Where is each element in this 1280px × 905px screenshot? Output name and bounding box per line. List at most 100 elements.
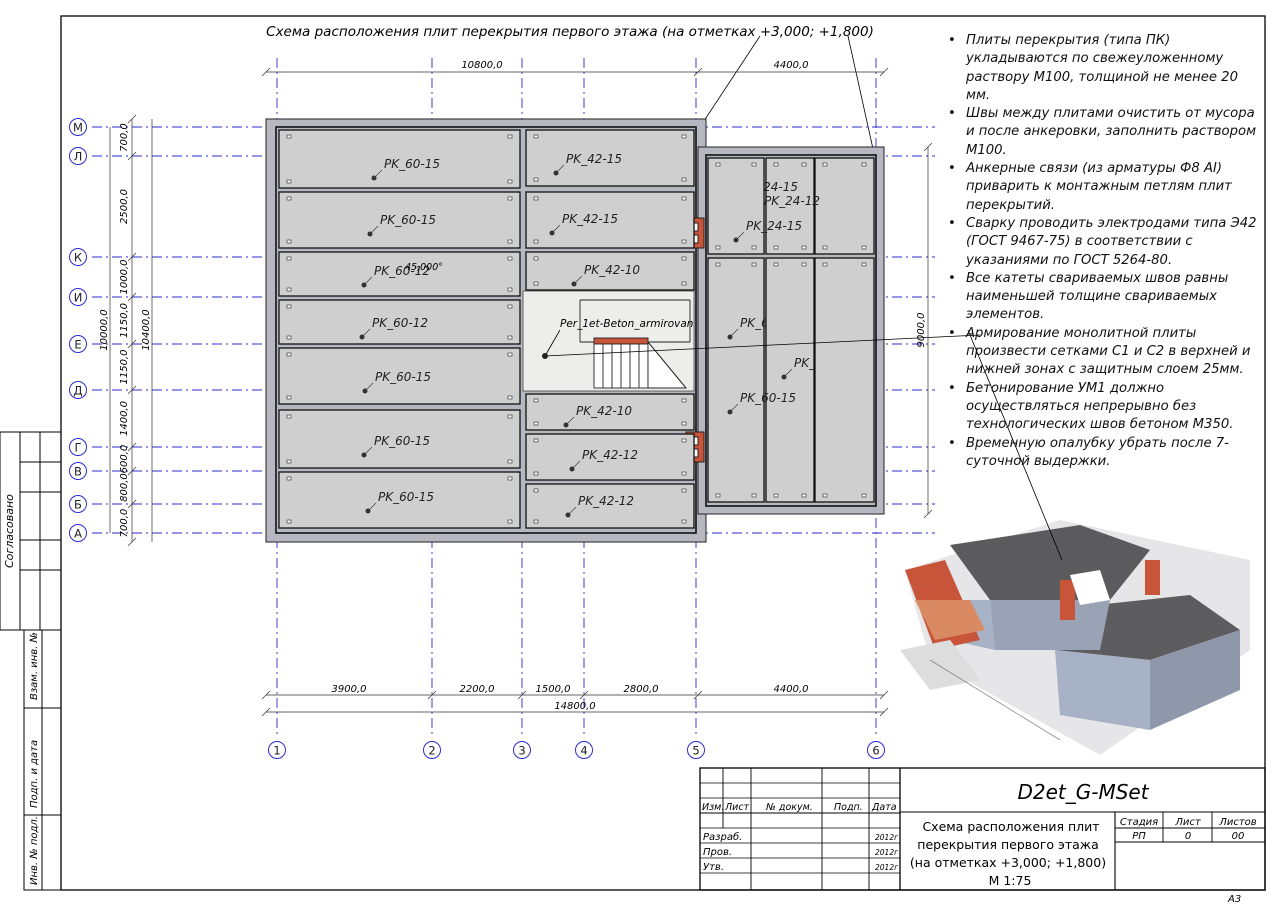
slab-label: PK_42-12 <box>582 448 638 462</box>
role-checker: Пров. <box>703 847 732 858</box>
role-developer: Разраб. <box>703 831 742 843</box>
dimension-label: 9000,0 <box>916 313 927 348</box>
slab-label: PK_60-12 <box>374 264 430 278</box>
dimension-label: 4400,0 <box>774 684 809 695</box>
slab: PK_60-15 <box>278 409 521 469</box>
slab-label: PK_42-12 <box>578 494 634 508</box>
slab: PK_60-15 <box>278 129 521 189</box>
note-item: Плиты перекрытия (типа ПК) укладываются … <box>946 32 1262 105</box>
slab-layout: PK_60-15PK_60-15PK_60-12PK_60-12PK_60-15… <box>278 129 875 529</box>
axis-bubble-col: 6 <box>867 741 885 759</box>
inv-orig-label: Инв. № подл. <box>29 816 40 885</box>
slab-label: PK_60-15 <box>374 434 430 448</box>
slab: PK_60-15 <box>278 471 521 529</box>
hdr-sign: Подп. <box>834 802 863 813</box>
axis-bubble-col: 4 <box>575 741 593 759</box>
dimension-label: 800,0 <box>119 473 130 502</box>
sheet-header: Лист <box>1174 817 1202 828</box>
axis-bubble-row: И <box>69 288 87 306</box>
slab-label: PK_42-15 <box>562 212 618 226</box>
format-label: А3 <box>1227 894 1241 905</box>
slab: PK_24-15 <box>707 157 802 255</box>
axis-row-label: Д <box>74 384 83 398</box>
desc-line-3: (на отметках +3,000; +1,800) <box>910 855 1106 870</box>
axis-row-label: Г <box>74 441 81 455</box>
year-1: 2012г <box>875 833 898 842</box>
axis-bubble-col: 1 <box>268 741 286 759</box>
axis-col-label: 2 <box>428 744 435 758</box>
hdr-list: Лист <box>724 802 750 813</box>
note-item: Бетонирование УМ1 должно осуществляться … <box>946 380 1262 435</box>
year-2: 2012г <box>875 848 898 857</box>
dimension-label: 1000,0 <box>119 260 130 295</box>
slab: PK_60-12 <box>278 251 521 297</box>
slab: PK_42-15 <box>525 129 695 187</box>
dimension-label: 1150,0 <box>119 303 130 338</box>
note-item: Швы между плитами очистить от мусора и п… <box>946 105 1262 160</box>
sheets-header: Листов <box>1218 817 1256 828</box>
dimension-label: 700,0 <box>119 123 130 152</box>
axis-col-label: 6 <box>872 744 879 758</box>
axis-bubble-row: М <box>69 118 87 136</box>
title-block <box>699 767 1266 891</box>
axis-row-label: Е <box>74 338 81 352</box>
model-3d-view <box>900 520 1250 755</box>
slab-label: PK_42-15 <box>566 152 622 166</box>
axis-bubble-row: Г <box>69 438 87 456</box>
dimension-label: 10400,0 <box>141 309 152 350</box>
axis-col-label: 4 <box>580 744 587 758</box>
desc-scale: М 1:75 <box>989 873 1032 888</box>
monolith-label: Per_1et-Beton_armirovan <box>560 318 693 330</box>
dimension-label: 1150,0 <box>119 350 130 385</box>
dimension-label: 10000,0 <box>99 309 110 350</box>
dimension-label: 1400,0 <box>119 401 130 436</box>
stair <box>579 299 691 389</box>
slab-label: PK_60-15 <box>375 370 431 384</box>
sign-date-label: Подп. и дата <box>29 740 40 808</box>
axis-bubble-row: А <box>69 524 87 542</box>
axis-col-label: 1 <box>273 744 280 758</box>
slab-label: PK_60-15 <box>380 213 436 227</box>
dimension-label: 1500,0 <box>536 684 571 695</box>
sheet-title: Схема расположения плит перекрытия перво… <box>266 24 874 40</box>
hdr-date: Дата <box>871 802 897 813</box>
stage-value: РП <box>1132 831 1146 842</box>
note-item: Армирование монолитной плиты произвести … <box>946 325 1262 380</box>
slab: PK_60-15 <box>727 257 875 503</box>
note-item: Сварку проводить электродами типа Э42 (Г… <box>946 215 1262 270</box>
slab-label: PK_60-15 <box>740 391 796 405</box>
axis-col-label: 3 <box>518 744 525 758</box>
inv-replace-label: Взам. инв. № <box>29 632 40 700</box>
dimension-label: 4400,0 <box>774 60 809 71</box>
sheets-value: 00 <box>1232 831 1245 842</box>
project-code: D2et_G-MSet <box>1017 780 1149 804</box>
axis-bubble-row: Б <box>69 495 87 513</box>
axis-bubble-row: Е <box>69 335 87 353</box>
slab-label: PK_60-15 <box>384 157 440 171</box>
desc-line-2: перекрытия первого этажа <box>917 837 1098 852</box>
slab-label: PK_24-15 <box>746 219 802 233</box>
dimension-label: 2200,0 <box>460 684 495 695</box>
slab: PK_24-12 <box>751 157 875 255</box>
notes-list: Плиты перекрытия (типа ПК) укладываются … <box>946 32 1262 471</box>
dimension-label: 14800,0 <box>554 701 595 712</box>
slab: PK_42-10 <box>525 393 695 431</box>
hdr-doc: № докум. <box>765 802 813 813</box>
axis-bubble-col: 2 <box>423 741 441 759</box>
axis-bubble-row: К <box>69 248 87 266</box>
axis-bubble-col: 5 <box>687 741 705 759</box>
role-approver: Утв. <box>703 862 724 873</box>
slab: PK_60-15 <box>278 191 521 249</box>
axis-row-label: И <box>74 291 83 305</box>
desc-line-1: Схема расположения плит <box>922 819 1099 834</box>
slab-label: PK_24-12 <box>764 194 820 208</box>
axis-bubble-row: Д <box>69 381 87 399</box>
slab: PK_42-10 <box>525 251 695 291</box>
dimension-label: 2800,0 <box>624 684 659 695</box>
axis-row-label: В <box>74 465 82 479</box>
left-strip <box>0 431 62 891</box>
dimension-label: 2500,0 <box>119 189 130 224</box>
dimension-label: 10800,0 <box>461 60 502 71</box>
